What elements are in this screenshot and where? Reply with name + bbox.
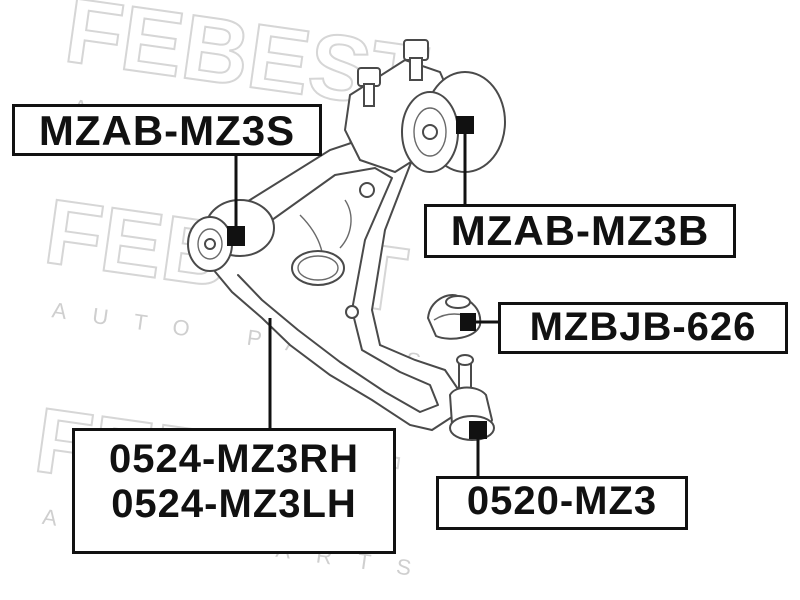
label-ball-joint-boot: MZBJB-626	[498, 302, 788, 354]
marker-boot	[460, 313, 476, 331]
control-arm-body	[203, 138, 462, 432]
label-control-arm-right: 0524-MZ3RH	[108, 437, 360, 481]
control-arm-rib-2	[339, 199, 352, 249]
label-rear-bushing: MZAB-MZ3S	[12, 104, 322, 156]
label-control-arm-left: 0524-MZ3LH	[111, 481, 357, 526]
rear-bushing-core	[197, 228, 223, 260]
marker-rear-bushing	[227, 226, 245, 246]
bolt-left	[357, 67, 381, 107]
label-control-arm-group: 0524-MZ3RH 0524-MZ3LH	[72, 428, 396, 554]
label-ball-joint: 0520-MZ3	[436, 476, 688, 530]
marker-front-bushing	[456, 116, 474, 134]
boot-top	[445, 295, 471, 309]
leader-lines	[227, 116, 502, 478]
label-front-bushing: MZAB-MZ3B	[424, 204, 736, 258]
rear-bushing-bore	[204, 238, 216, 250]
control-arm-drawing	[203, 138, 462, 432]
front-bushing-core	[413, 107, 447, 157]
control-arm-inner-edge	[229, 167, 439, 413]
control-arm-small-hole	[345, 305, 359, 319]
ball-joint-nut	[456, 354, 474, 366]
control-arm-stud	[359, 182, 375, 198]
bolt-right	[403, 39, 429, 81]
front-bushing-bore	[422, 124, 438, 140]
control-arm-hole-inner	[297, 255, 339, 281]
marker-ball-joint	[469, 421, 487, 439]
